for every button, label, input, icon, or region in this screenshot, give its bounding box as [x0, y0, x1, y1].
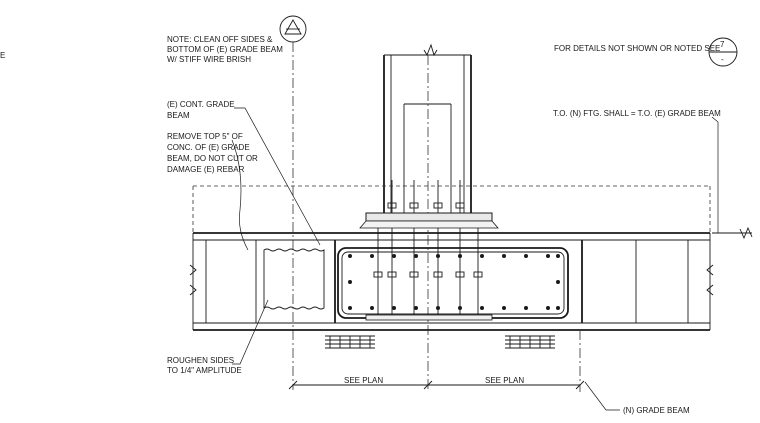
leader-remove-top [231, 139, 249, 251]
edge-mark-text: E [0, 51, 5, 60]
leader-to-ftg [711, 116, 719, 233]
see-plan-right: SEE PLAN [485, 376, 524, 385]
removed-concrete-area [263, 248, 325, 310]
note-remove-top-4: DAMAGE (E) REBAR [167, 165, 245, 174]
note-to-ftg: T.O. (N) FTG. SHALL = T.O. (E) GRADE BEA… [553, 109, 721, 118]
note-details-ref: FOR DETAILS NOT SHOWN OR NOTED SEE [554, 44, 720, 53]
soil-hatch [325, 335, 555, 349]
note-remove-top-2: CONC. OF (E) GRADE [167, 143, 250, 152]
rebar-dots [348, 254, 560, 310]
steel-column [383, 54, 472, 214]
note-remove-top-3: BEAM, DO NOT CUT OR [167, 154, 258, 163]
leader-cont-grade [234, 107, 321, 246]
note-clean-off-3: W/ STIFF WIRE BRISH [167, 55, 251, 64]
leader-new-grade-beam [584, 381, 620, 411]
note-roughen-1: ROUGHEN SIDES [167, 356, 234, 365]
grid-triangle-icon [279, 15, 307, 43]
note-roughen-2: TO 1/4" AMPLITUDE [167, 366, 242, 375]
detail-sheet: - [721, 55, 724, 64]
note-new-grade-beam: (N) GRADE BEAM [623, 406, 690, 415]
leader-roughen [232, 299, 269, 365]
dimension-line [288, 330, 585, 392]
note-clean-off-1: NOTE: CLEAN OFF SIDES & [167, 35, 273, 44]
detail-reference-icon [708, 37, 738, 67]
detail-number: 7 [720, 40, 725, 49]
elevation-marker [712, 226, 753, 240]
see-plan-left: SEE PLAN [344, 376, 383, 385]
grade-beam [192, 232, 711, 331]
note-cont-grade-1: (E) CONT. GRADE [167, 100, 235, 109]
anchor-bolts-top [387, 180, 465, 214]
break-line-icon [423, 43, 438, 57]
anchor-bolts-embedded [365, 228, 493, 321]
note-remove-top-1: REMOVE TOP 5" OF [167, 132, 243, 141]
break-line-icon [189, 264, 714, 296]
base-plate [359, 212, 499, 229]
note-cont-grade-2: BEAM [167, 111, 190, 120]
note-clean-off-2: BOTTOM OF (E) GRADE BEAM [167, 45, 283, 54]
